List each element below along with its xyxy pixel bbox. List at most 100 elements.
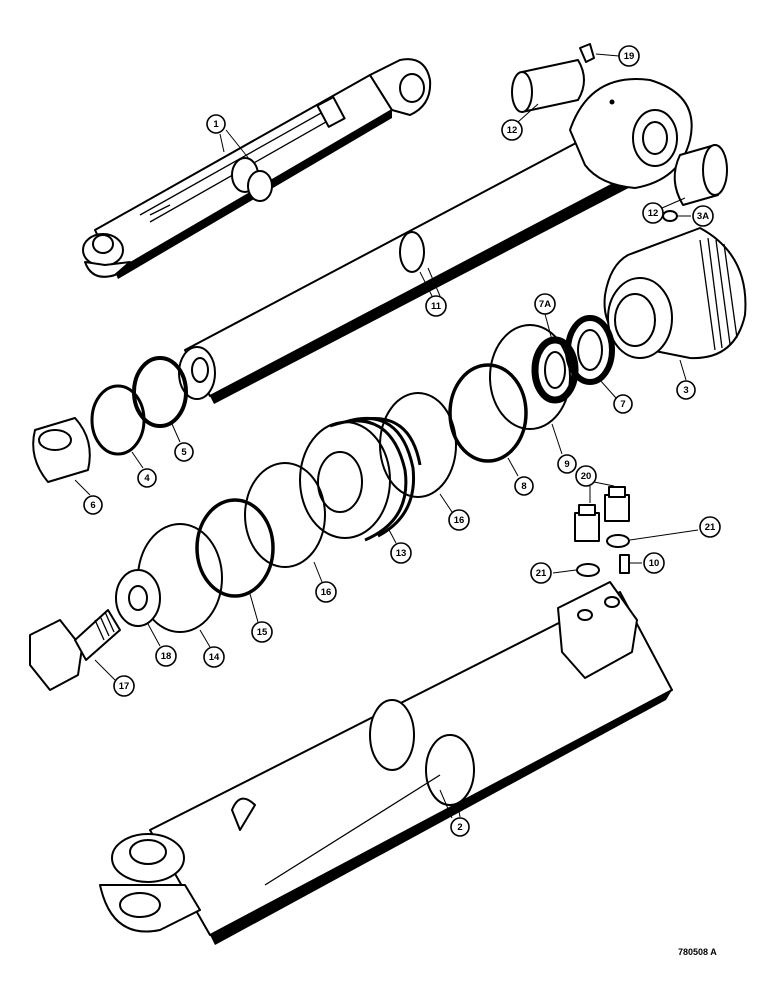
callout-circle: [514, 476, 534, 496]
piston-rod: [178, 78, 693, 404]
callout-circle: [530, 562, 552, 584]
callout-12: 12: [642, 197, 686, 224]
barrel-section-break: [369, 699, 415, 771]
callout-label: 19: [624, 51, 635, 62]
bleeder-10: [619, 554, 630, 574]
callout-circle: [692, 205, 714, 227]
piston-13: [299, 416, 422, 542]
washer-18: [115, 569, 161, 627]
leader-line: [439, 493, 453, 513]
callout-label: 10: [649, 558, 660, 569]
callout-circle: [206, 114, 226, 134]
ring-16-lower: [244, 462, 326, 568]
callout-circle: [203, 646, 225, 668]
callout-circle: [390, 542, 412, 564]
leader-line: [679, 359, 687, 381]
callout-label: 3: [683, 385, 688, 396]
callout-label: 1: [213, 119, 219, 130]
leader-line: [551, 423, 563, 455]
callout-16: 16: [313, 561, 337, 603]
callout-13: 13: [387, 527, 412, 564]
callout-2: 2: [439, 789, 470, 837]
callout-19: 19: [595, 45, 640, 67]
fitting-20-right: [604, 486, 630, 522]
leader-line: [661, 197, 686, 209]
callout-circle: [425, 295, 447, 317]
callout-circle: [699, 516, 721, 538]
callout-12: 12: [501, 103, 539, 141]
assembled-cylinder-small: [82, 58, 432, 279]
leader-line: [599, 379, 617, 399]
callout-label: 12: [648, 208, 659, 219]
callout-label: 3A: [697, 211, 709, 222]
callout-16: 16: [439, 493, 470, 531]
ring-4: [90, 384, 146, 456]
callout-circle: [613, 394, 633, 414]
callout-label: 7A: [539, 299, 551, 310]
o-ring-15: [195, 498, 275, 598]
leader-line: [427, 267, 441, 297]
callout-circle: [642, 202, 664, 224]
callout-circle: [450, 817, 470, 837]
callout-label: 21: [536, 568, 547, 579]
callout-label: 9: [564, 459, 569, 470]
callout-18: 18: [147, 623, 177, 667]
callout-label: 12: [507, 125, 518, 136]
callout-17: 17: [94, 659, 135, 697]
callout-circle: [534, 293, 556, 315]
callout-3: 3: [676, 359, 696, 400]
leader-line: [439, 789, 453, 819]
callout-label: 21: [705, 522, 716, 533]
callout-21: 21: [530, 562, 577, 584]
callout-11: 11: [419, 267, 447, 317]
callout-10: 10: [630, 552, 665, 574]
leader-line: [629, 529, 699, 541]
callout-circle: [174, 442, 194, 462]
leader-line: [225, 129, 251, 161]
callout-circle: [315, 581, 337, 603]
callout-7a: 7A: [534, 293, 556, 341]
callout-20: 20: [575, 465, 615, 503]
callout-label: 2: [457, 822, 462, 833]
leader-line: [131, 451, 144, 469]
rod-section-break: [399, 231, 425, 273]
callout-circle: [448, 509, 470, 531]
callout-21: 21: [629, 516, 721, 541]
leader-line: [419, 271, 433, 297]
leader-line: [219, 133, 225, 153]
callout-label: 20: [581, 471, 592, 482]
cylinder-barrel: [99, 581, 673, 945]
callout-label: 7: [620, 399, 625, 410]
callout-circle: [113, 675, 135, 697]
callout-label: 14: [209, 652, 220, 663]
callout-5: 5: [171, 423, 194, 462]
bolt-17: [29, 609, 121, 691]
backup-ring-9: [489, 324, 571, 430]
leader-line: [544, 313, 553, 341]
callout-label: 8: [521, 481, 526, 492]
callout-label: 13: [396, 548, 407, 559]
seal-7a: [531, 336, 579, 404]
callout-label: 6: [90, 500, 95, 511]
callout-label: 5: [181, 447, 187, 458]
leader-line: [171, 423, 181, 443]
o-ring-8: [448, 363, 528, 463]
drawing-reference-code: 780508 A: [678, 947, 717, 957]
plug-3a: [662, 210, 678, 222]
callout-7: 7: [599, 379, 633, 414]
callout-4: 4: [131, 451, 157, 488]
callout-circle: [83, 495, 103, 515]
callout-label: 18: [161, 651, 172, 662]
callout-1: 1: [206, 114, 251, 161]
callout-circle: [643, 552, 665, 574]
wear-ring-6: [32, 417, 91, 483]
leader-line: [517, 103, 539, 123]
callout-circle: [501, 119, 523, 141]
callout-circle: [251, 621, 273, 643]
callout-14: 14: [199, 629, 225, 668]
leader-line: [595, 53, 620, 57]
leader-line: [552, 569, 577, 574]
leader-line: [147, 623, 161, 647]
gland-3: [603, 227, 747, 360]
